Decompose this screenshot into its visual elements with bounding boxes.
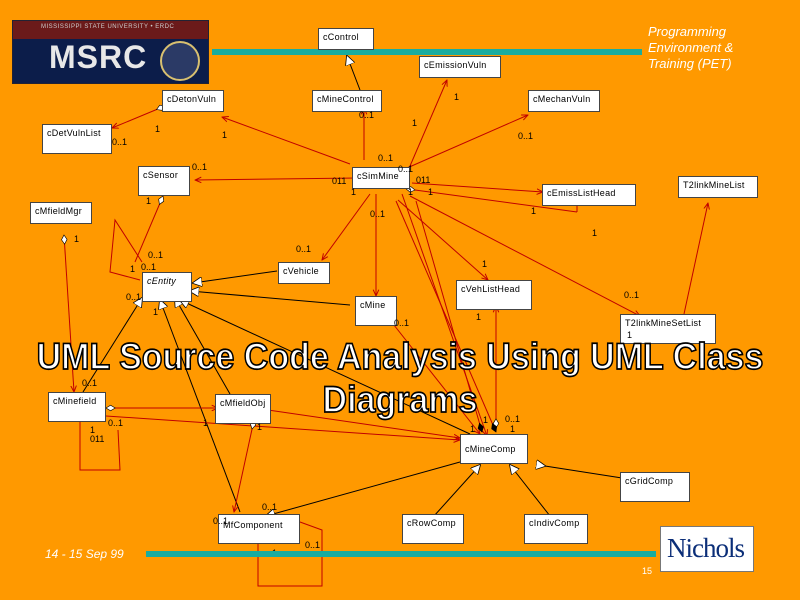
multiplicity: 0..1: [518, 131, 534, 141]
class-cMineControl[interactable]: cMineControl: [312, 90, 382, 112]
class-cSensor[interactable]: cSensor: [138, 166, 190, 196]
multiplicity: 0..1: [108, 418, 124, 428]
multiplicity: 0..1: [82, 378, 98, 388]
class-cMine[interactable]: cMine: [355, 296, 397, 326]
multiplicity: 0..1: [192, 162, 208, 172]
multiplicity: 011: [332, 176, 347, 186]
multiplicity: 1: [146, 196, 152, 206]
multiplicity: 1: [482, 259, 488, 269]
multiplicity: 0..1: [262, 502, 278, 512]
class-cRowComp[interactable]: cRowComp: [402, 514, 464, 544]
header-divider-bar: [212, 49, 642, 55]
multiplicity: 0..1: [305, 540, 321, 550]
multiplicity: 1: [470, 424, 476, 434]
header-title: Programming Environment & Training (PET): [648, 24, 734, 71]
slide-banner-title: UML Source Code Analysis Using UML Class…: [36, 335, 764, 421]
class-T2linkMineSetList[interactable]: T2linkMineSetList: [620, 314, 716, 344]
class-cEmissListHead[interactable]: cEmissListHead: [542, 184, 636, 206]
multiplicity: 0..1: [213, 516, 229, 526]
multiplicity: 1: [203, 418, 209, 428]
multiplicity: 1: [153, 307, 159, 317]
class-cGridComp[interactable]: cGridComp: [620, 472, 690, 502]
multiplicity: 0..1: [398, 164, 414, 174]
multiplicity: 1: [510, 424, 516, 434]
class-cEmissionVuln[interactable]: cEmissionVuln: [419, 56, 501, 78]
multiplicity: 011: [90, 434, 105, 444]
multiplicity: 1: [74, 234, 80, 244]
class-cIndivComp[interactable]: cIndivComp: [524, 514, 588, 544]
multiplicity: 1: [90, 425, 96, 435]
multiplicity: 0..1: [359, 110, 375, 120]
footer-divider-bar: [146, 551, 656, 557]
multiplicity: 1: [531, 206, 537, 216]
multiplicity: 1: [428, 187, 434, 197]
multiplicity: 1: [130, 264, 136, 274]
class-cMfComponent[interactable]: MfComponent: [218, 514, 300, 544]
seal-icon: [160, 41, 200, 81]
multiplicity: 0..1: [394, 318, 410, 328]
class-cMineComp[interactable]: cMineComp: [460, 434, 528, 464]
multiplicity: 1: [483, 415, 489, 425]
class-T2linkMineList[interactable]: T2linkMineList: [678, 176, 758, 198]
multiplicity: 0..1: [126, 292, 142, 302]
multiplicity: 1: [155, 124, 161, 134]
page-number: 15: [642, 566, 653, 576]
footer-date: 14 - 15 Sep 99: [45, 547, 124, 561]
multiplicity: 0..1: [141, 262, 157, 272]
class-cControl[interactable]: cControl: [318, 28, 374, 50]
class-cEntity[interactable]: cEntity: [142, 272, 192, 302]
class-cMfieldObj[interactable]: cMfieldObj: [215, 394, 271, 424]
multiplicity: 0..1: [378, 153, 394, 163]
multiplicity: 0..1: [148, 250, 164, 260]
class-cSimMine[interactable]: cSimMine: [352, 167, 410, 189]
multiplicity: 0..1: [112, 137, 128, 147]
multiplicity: 1: [257, 422, 263, 432]
multiplicity: 0..1: [370, 209, 386, 219]
multiplicity: 011: [416, 175, 431, 185]
logo-subtitle: MISSISSIPPI STATE UNIVERSITY • ERDC: [41, 24, 175, 30]
class-cMechanVuln[interactable]: cMechanVuln: [528, 90, 600, 112]
class-cDetonVuln[interactable]: cDetonVuln: [162, 90, 224, 112]
multiplicity: 0..1: [624, 290, 640, 300]
multiplicity: 1: [627, 330, 633, 340]
multiplicity: 1: [454, 92, 460, 102]
nichols-logo-text: Nichols: [667, 533, 745, 563]
multiplicity: 1: [408, 187, 414, 197]
multiplicity: 1: [351, 187, 357, 197]
nichols-logo: Nichols: [660, 526, 754, 572]
multiplicity: 1: [592, 228, 598, 238]
multiplicity: 1: [476, 312, 482, 322]
logo-banner-strip: [13, 21, 208, 39]
multiplicity: 0..1: [505, 414, 521, 424]
class-cMinefield[interactable]: cMinefield: [48, 392, 106, 422]
multiplicity: 0..1: [296, 244, 312, 254]
class-cVehListHead[interactable]: cVehListHead: [456, 280, 532, 310]
msrc-logo: MISSISSIPPI STATE UNIVERSITY • ERDC MSRC: [12, 20, 209, 84]
class-cVehicle[interactable]: cVehicle: [278, 262, 330, 284]
class-cMfieldMgr[interactable]: cMfieldMgr: [30, 202, 92, 224]
logo-text: MSRC: [49, 39, 148, 75]
multiplicity: 1: [222, 130, 228, 140]
class-cDetVulnList[interactable]: cDetVulnList: [42, 124, 112, 154]
multiplicity: 1: [412, 118, 418, 128]
